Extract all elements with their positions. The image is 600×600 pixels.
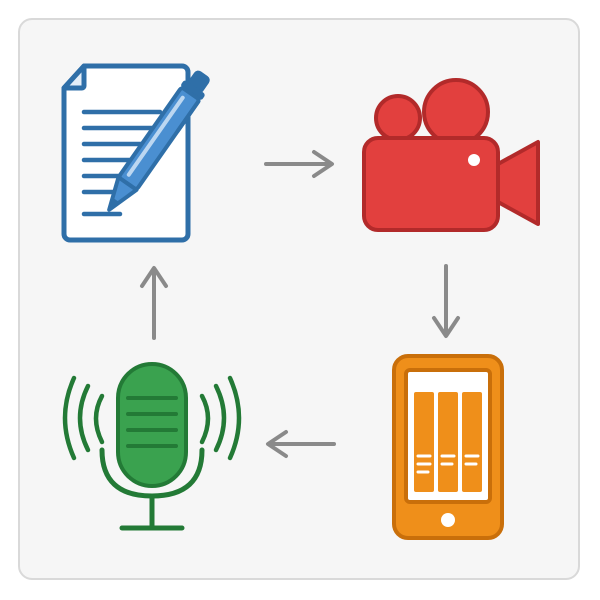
- arrow-up-icon: [140, 266, 168, 340]
- video-camera-icon: [362, 78, 540, 232]
- arrow-left-icon: [266, 430, 336, 458]
- arrow-right-icon: [264, 150, 334, 178]
- document-pen-icon: [61, 63, 210, 243]
- smartphone-icon: [392, 354, 504, 540]
- arrow-down-icon: [432, 264, 460, 338]
- microphone-icon: [62, 362, 242, 531]
